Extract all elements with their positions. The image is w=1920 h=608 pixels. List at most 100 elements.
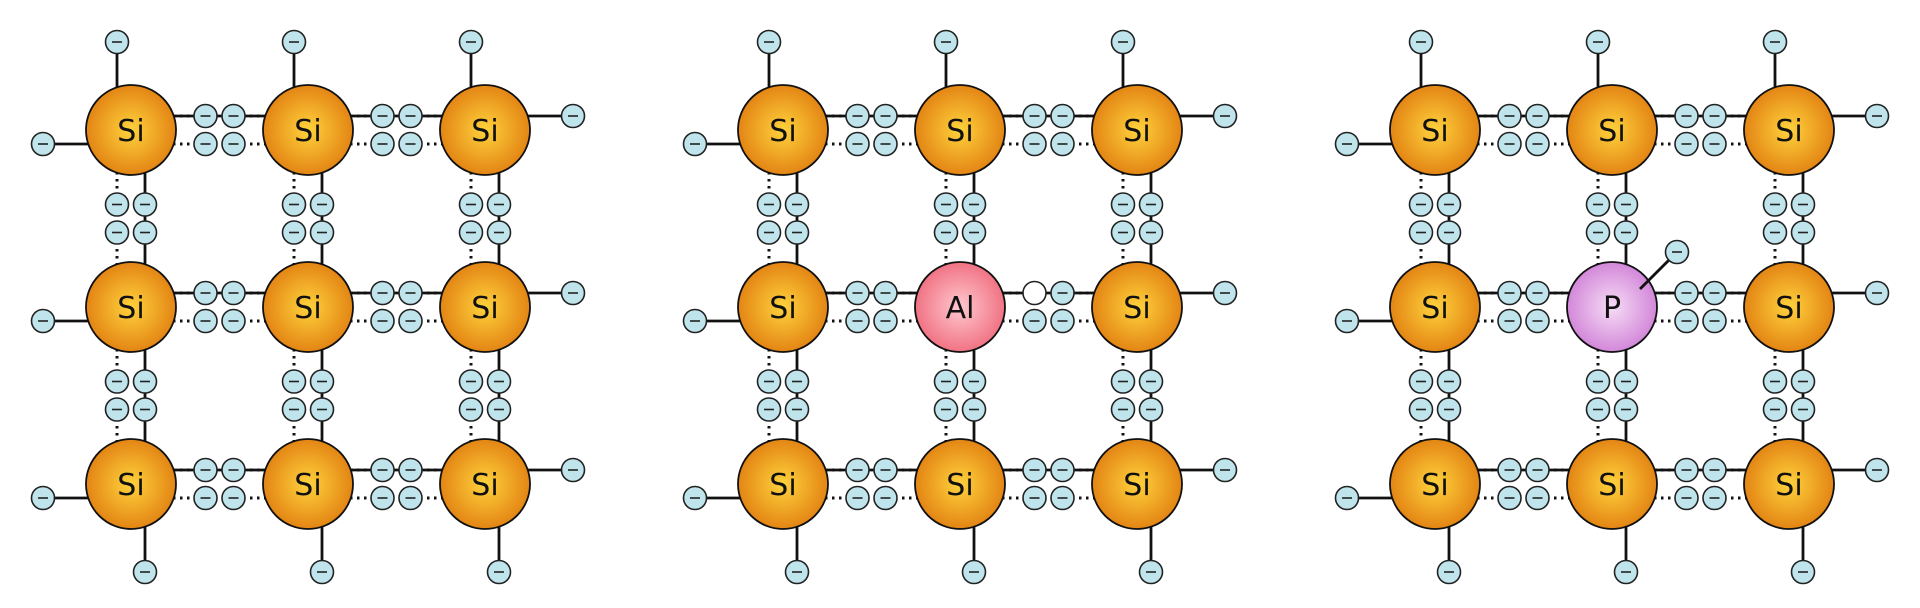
atom-label: Si [1123, 291, 1150, 326]
electron-icon [1022, 131, 1047, 157]
electron-icon [1497, 485, 1522, 511]
electron-icon [560, 280, 586, 306]
atom-si: Si [737, 84, 829, 176]
electron-icon [1585, 397, 1611, 422]
electron-icon [560, 103, 586, 129]
electrons-layer [30, 29, 1890, 585]
electron-icon [1408, 192, 1434, 217]
electron-icon [309, 559, 335, 585]
atom-si: Si [1566, 84, 1658, 176]
atom-si: Si [85, 261, 177, 353]
atom-si: Si [1566, 438, 1658, 530]
atom-label: Si [769, 468, 796, 503]
electron-icon [682, 485, 708, 511]
electron-icon [1613, 369, 1639, 394]
atom-label: Si [117, 468, 144, 503]
electron-icon [398, 103, 423, 129]
atom-si: Si [737, 261, 829, 353]
atom-si: Si [439, 261, 531, 353]
atom-label: P [1603, 291, 1621, 326]
atom-label: Si [1775, 291, 1802, 326]
atom-si: Si [914, 84, 1006, 176]
electron-icon [1497, 131, 1522, 157]
electron-icon [1050, 131, 1075, 157]
electron-icon [1525, 131, 1550, 157]
electron-icon [1762, 397, 1788, 422]
electron-icon [309, 220, 335, 245]
electron-icon [682, 131, 708, 157]
electron-icon [486, 220, 512, 245]
electron-icon [1613, 559, 1639, 585]
electron-icon [1762, 369, 1788, 394]
atom-label: Al [946, 291, 975, 326]
electron-icon [30, 308, 56, 334]
electron-icon [1408, 397, 1434, 422]
electron-icon [1613, 192, 1639, 217]
electron-icon [1585, 220, 1611, 245]
electron-icon [1790, 559, 1816, 585]
electron-icon [458, 220, 484, 245]
electron-icon [1497, 308, 1522, 334]
electron-icon [398, 308, 423, 334]
electron-icon [281, 220, 307, 245]
electron-icon [1674, 308, 1699, 334]
electron-icon [1050, 103, 1075, 129]
electron-icon [281, 397, 307, 422]
electron-icon [1212, 280, 1238, 306]
electron-icon [1702, 485, 1727, 511]
electron-icon [1497, 103, 1522, 129]
electron-icon [30, 131, 56, 157]
electron-icon [1050, 308, 1075, 334]
electron-icon [193, 280, 218, 306]
electron-icon [281, 369, 307, 394]
electron-icon [1525, 280, 1550, 306]
electron-icon [1110, 220, 1136, 245]
electron-icon [1790, 397, 1816, 422]
electron-icon [845, 280, 870, 306]
atom-si: Si [85, 84, 177, 176]
electron-icon [1864, 457, 1890, 483]
electron-icon [193, 457, 218, 483]
electron-icon [221, 485, 246, 511]
electron-icon [309, 192, 335, 217]
atom-label: Si [769, 114, 796, 149]
electron-icon [1436, 559, 1462, 585]
extra-electron-bond [1639, 258, 1671, 290]
electron-icon [132, 369, 158, 394]
electron-icon [1790, 192, 1816, 217]
electron-icon [398, 131, 423, 157]
electron-icon [845, 103, 870, 129]
electron-icon [1408, 29, 1434, 55]
electron-icon [1022, 485, 1047, 511]
electron-icon [281, 29, 307, 55]
electron-icon [1585, 369, 1611, 394]
electron-icon [933, 397, 959, 422]
electron-icon [1334, 308, 1360, 334]
electron-icon [1408, 369, 1434, 394]
electron-icon [873, 103, 898, 129]
atom-label: Si [1598, 114, 1625, 149]
electron-icon [1022, 457, 1047, 483]
electron-icon [398, 280, 423, 306]
atom-label: Si [1421, 114, 1448, 149]
electron-icon [873, 457, 898, 483]
electron-icon [132, 192, 158, 217]
electron-icon [1436, 397, 1462, 422]
electron-icon [961, 192, 987, 217]
electron-icon [1525, 103, 1550, 129]
electron-icon [784, 369, 810, 394]
electron-icon [1436, 369, 1462, 394]
electron-icon [1585, 29, 1611, 55]
atom-label: Si [471, 291, 498, 326]
electron-icon [1702, 457, 1727, 483]
electron-icon [1436, 220, 1462, 245]
electron-icon [756, 192, 782, 217]
electron-icon [1110, 397, 1136, 422]
atom-label: Si [1598, 468, 1625, 503]
electron-icon [1334, 485, 1360, 511]
electron-icon [221, 457, 246, 483]
electron-icon [104, 29, 130, 55]
electron-icon [1138, 220, 1164, 245]
atom-si: Si [1743, 261, 1835, 353]
electron-icon [1674, 280, 1699, 306]
